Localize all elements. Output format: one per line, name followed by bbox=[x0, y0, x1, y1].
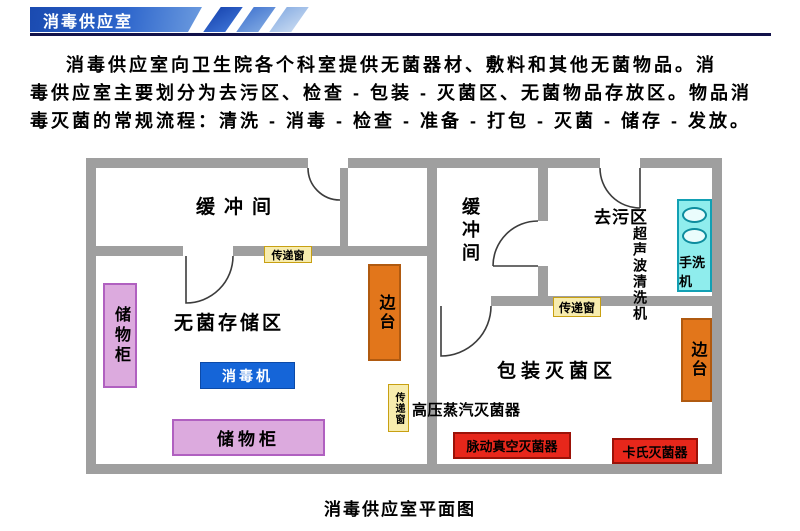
storage-cabinet-bottom-label: 储物柜 bbox=[217, 430, 280, 449]
storage-cabinet-left-label: 储物柜 bbox=[112, 305, 129, 366]
cassette-sterilizer-label: 卡氏灭菌器 bbox=[622, 444, 688, 460]
sink-icon bbox=[682, 207, 707, 223]
wall-segment bbox=[233, 246, 427, 256]
banner-stripe-icon bbox=[236, 7, 276, 32]
door-arc bbox=[492, 220, 539, 267]
equipment-label-autoclave: 高压蒸汽灭菌器 bbox=[412, 402, 521, 419]
disinfector-label: 消毒机 bbox=[222, 367, 273, 384]
pass-through-window-middle-label: 传递窗 bbox=[393, 391, 404, 425]
cassette-sterilizer: 卡氏灭菌器 bbox=[612, 438, 698, 464]
room-label-packaging-sterilization: 包装灭菌区 bbox=[497, 361, 618, 382]
room-label-buffer-right: 缓冲间 bbox=[460, 197, 480, 266]
page-title: 消毒供应室 bbox=[43, 13, 134, 31]
room-label-decontamination: 去污区 bbox=[594, 208, 648, 227]
door-arc bbox=[440, 305, 492, 357]
door-arc bbox=[185, 255, 234, 304]
disinfector-machine: 消毒机 bbox=[200, 362, 295, 389]
wall-segment bbox=[538, 168, 548, 221]
room-label-buffer-left: 缓冲间 bbox=[196, 197, 281, 218]
pass-through-window-right: 传递窗 bbox=[553, 297, 601, 317]
pass-through-window-left: 传递窗 bbox=[264, 246, 312, 263]
hand-washer-label: 手洗机 bbox=[679, 255, 706, 289]
side-table-left: 边台 bbox=[368, 264, 401, 361]
wall-segment bbox=[86, 158, 96, 474]
pulse-vacuum-sterilizer-label: 脉动真空灭菌器 bbox=[466, 439, 558, 454]
wall-segment bbox=[348, 158, 600, 168]
wall-segment bbox=[86, 158, 308, 168]
banner-stripe-icon bbox=[269, 7, 309, 32]
title-banner: 消毒供应室 bbox=[30, 7, 202, 32]
intro-line-1: 消毒供应室向卫生院各个科室提供无菌器材、敷料和其他无菌物品。消 bbox=[66, 55, 717, 75]
pass-through-window-middle: 传递窗 bbox=[388, 384, 409, 432]
wall-segment bbox=[86, 464, 722, 474]
wall-segment bbox=[640, 158, 722, 168]
sink-icon bbox=[682, 228, 707, 244]
storage-cabinet-left: 储物柜 bbox=[103, 283, 137, 388]
door-arc bbox=[599, 167, 641, 209]
pass-through-window-left-label: 传递窗 bbox=[271, 249, 305, 262]
pass-through-window-right-label: 传递窗 bbox=[558, 300, 595, 315]
door-arc bbox=[307, 167, 341, 201]
banner-stripes-decoration bbox=[203, 7, 309, 32]
intro-paragraph: 消毒供应室向卫生院各个科室提供无菌器材、敷料和其他无菌物品。消 毒供应室主要划分… bbox=[30, 51, 774, 135]
header-divider-line bbox=[30, 33, 771, 36]
wall-segment bbox=[340, 168, 348, 246]
side-table-right-label: 边台 bbox=[688, 341, 706, 379]
wall-segment bbox=[538, 266, 548, 306]
intro-line-3: 毒灭菌的常规流程：清洗 - 消毒 - 检查 - 准备 - 打包 - 灭菌 - 储… bbox=[30, 111, 751, 131]
wall-segment bbox=[427, 158, 437, 474]
pulse-vacuum-sterilizer: 脉动真空灭菌器 bbox=[453, 432, 571, 459]
plan-caption: 消毒供应室平面图 bbox=[324, 500, 476, 519]
equipment-label-ultrasonic-cleaner: 超声波清洗机 bbox=[632, 226, 648, 322]
wall-segment bbox=[96, 246, 183, 256]
wall-segment bbox=[491, 296, 712, 306]
side-table-right: 边台 bbox=[681, 318, 712, 402]
storage-cabinet-bottom: 储物柜 bbox=[172, 419, 325, 456]
banner-stripe-icon bbox=[203, 7, 243, 32]
room-label-sterile-storage: 无菌存储区 bbox=[174, 313, 285, 334]
intro-line-2: 毒供应室主要划分为去污区、检查 - 包装 - 灭菌区、无菌物品存放区。物品消 bbox=[30, 83, 752, 103]
hand-washing-machine: 手洗机 bbox=[677, 199, 712, 292]
side-table-left-label: 边台 bbox=[376, 293, 394, 332]
wall-segment bbox=[712, 158, 722, 474]
